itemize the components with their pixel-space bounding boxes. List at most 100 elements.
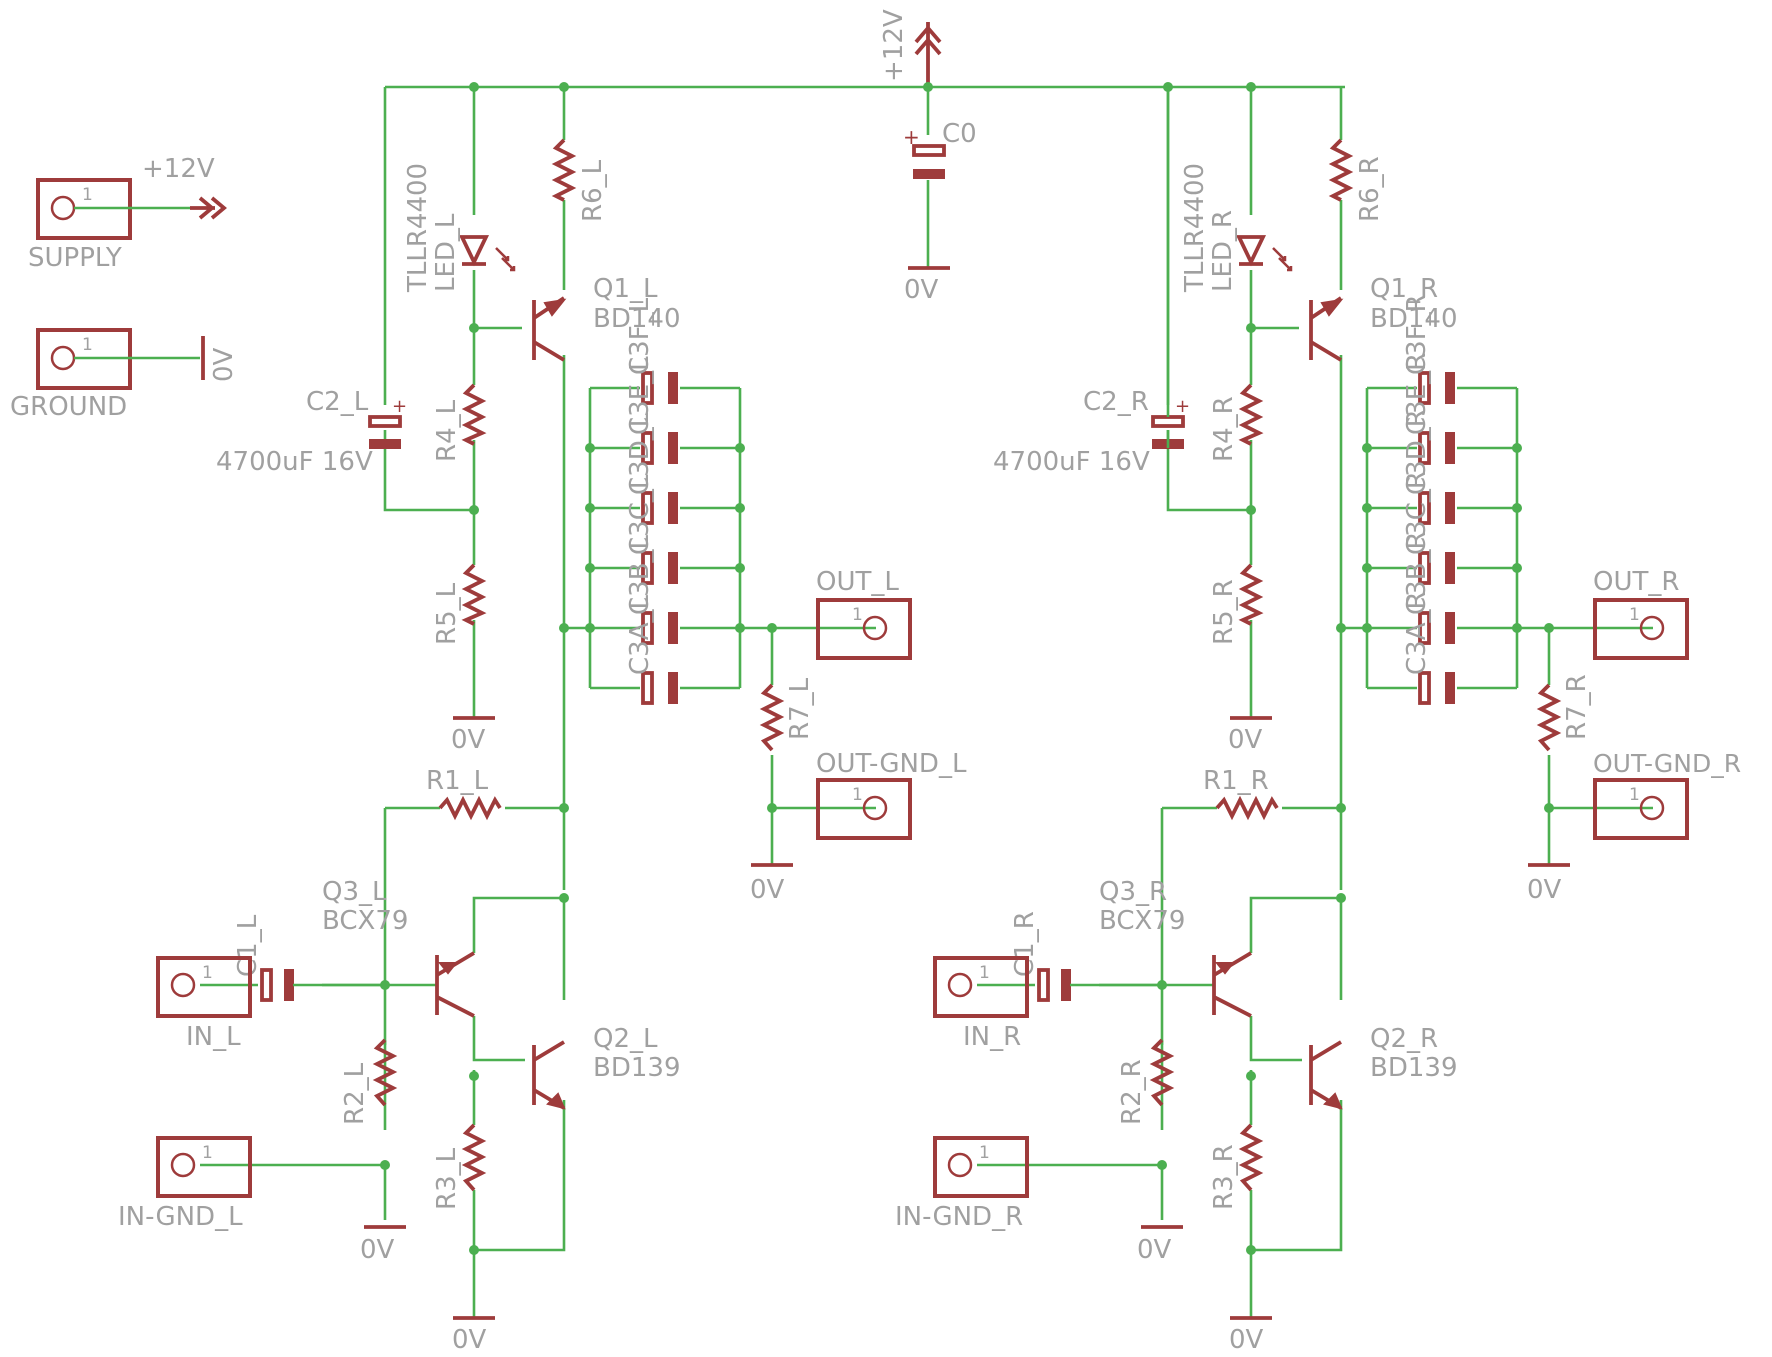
ground-label: 0V (360, 1235, 395, 1265)
cap-c2-plus: + (1175, 396, 1190, 417)
resistor-r4-left: R4_L (432, 383, 487, 462)
supply-arrow-top: +12V (879, 9, 942, 87)
resistor-r3-right: R3_R (1209, 1123, 1264, 1210)
q3-right-value: BCX79 (1099, 906, 1185, 936)
c3-left-label-2: C3D_L (625, 412, 655, 495)
r4-left-label: R4_L (432, 399, 462, 462)
led-left-name: LED_L (431, 213, 461, 292)
connector-in-gnd-right-label: IN-GND_R (895, 1202, 1023, 1232)
connector-out-gnd-right-label: OUT-GND_R (1593, 749, 1741, 778)
c3-left-label-5: C3A_L (625, 595, 655, 675)
ground-label-c0: 0V (904, 275, 939, 305)
ground-label: 0V (1228, 725, 1263, 755)
resistor-r3-left: R3_L (432, 1123, 487, 1210)
resistor-r2-right: R2_R (1117, 1038, 1175, 1125)
connector-in-left-label: IN_L (186, 1022, 241, 1052)
cap-c2-right: + C2_R 4700uF 16V (993, 387, 1190, 477)
junctions-left (380, 82, 777, 1255)
pin-number: 1 (202, 1143, 213, 1163)
r3-right-label: R3_R (1209, 1144, 1239, 1210)
connector-out-right-label: OUT_R (1593, 567, 1679, 597)
cap-c0-label: C0 (942, 119, 977, 149)
wires-left (200, 87, 876, 1255)
q3-right-name: Q3_R (1099, 877, 1167, 907)
r1-right-label: R1_R (1203, 766, 1269, 796)
c3-left-label-1: C3E_L (625, 356, 655, 435)
ground-symbol-r5-right: 0V (1228, 716, 1272, 755)
r4-right-label: R4_R (1209, 396, 1239, 462)
connector-supply-label: SUPPLY (28, 243, 122, 273)
pin-number: 1 (979, 1143, 990, 1163)
r5-left-label: R5_L (432, 582, 462, 645)
q3-left-name: Q3_L (322, 877, 387, 907)
r6-right-label: R6_R (1355, 156, 1385, 222)
connector-out-left: 1 OUT_L (816, 567, 912, 660)
q2-left-name: Q2_L (593, 1024, 658, 1054)
ground-symbol-r7-right: 0V (1527, 863, 1570, 905)
connector-out-left-label: OUT_L (816, 567, 899, 597)
resistor-r5-right: R5_R (1209, 563, 1264, 645)
ground-symbol-in-left: 0V (360, 1225, 406, 1265)
r1-left-label: R1_L (426, 766, 489, 796)
led-right: TLLR4400 LED_R (1180, 163, 1293, 293)
ground-label: 0V (1229, 1325, 1264, 1355)
r7-right-label: R7_R (1562, 674, 1592, 740)
wires-right (977, 87, 1653, 1255)
pin-number: 1 (82, 185, 93, 205)
pin-number: 1 (979, 963, 990, 983)
resistor-r2-left: R2_L (340, 1038, 398, 1125)
transistor-q1-right: Q1_R BD140 (1309, 274, 1457, 362)
q3-left-value: BCX79 (322, 906, 408, 936)
led-right-name: LED_R (1208, 210, 1238, 292)
led-right-value: TLLR4400 (1180, 163, 1210, 293)
r5-right-label: R5_R (1209, 579, 1239, 645)
ground-symbol-in-right: 0V (1137, 1225, 1183, 1265)
ground-label: 0V (750, 875, 785, 905)
ground-symbol-bottom-right: 0V (1229, 1250, 1272, 1355)
r3-left-label: R3_L (432, 1147, 462, 1210)
pin-number: 1 (202, 963, 213, 983)
connector-ground-label: GROUND (10, 392, 127, 422)
q2-right-name: Q2_R (1370, 1024, 1438, 1054)
ground-symbol-r5-left: 0V (451, 716, 495, 755)
right-channel: TLLR4400 LED_R R6_R Q1_R BD140 + C2_R 47… (895, 82, 1741, 1355)
connector-in-left: 1 IN_L (156, 956, 252, 1052)
transistor-q1-left: Q1_L BD140 (532, 274, 680, 362)
transistor-q3-right: Q3_R BCX79 (1099, 877, 1252, 1018)
ground-symbol-bottom-left: 0V (452, 1250, 495, 1355)
c3-left-label-0: C3F_L (625, 297, 655, 375)
cap-c1-right: C1_R (1010, 911, 1162, 1002)
c2-right-value: 4700uF 16V (993, 447, 1150, 477)
cap-c2-plus: + (392, 396, 407, 417)
connector-in-right-label: IN_R (963, 1022, 1021, 1052)
connector-in-gnd-left-label: IN-GND_L (118, 1202, 243, 1232)
c3-right-label-2: C3D_R (1402, 409, 1432, 495)
pin-number: 1 (1629, 785, 1640, 805)
q1-left-value: BD140 (593, 304, 680, 334)
transistor-q3-left: Q3_L BCX79 (322, 877, 475, 1018)
connector-in-gnd-right: 1 IN-GND_R (895, 1136, 1029, 1232)
r7-left-label: R7_L (785, 677, 815, 740)
c3-right-label-5: C3A_R (1402, 591, 1432, 675)
c3-left-label-4: C3B_L (625, 534, 655, 615)
r2-right-label: R2_R (1117, 1059, 1147, 1125)
c3-right-label-0: C3F_R (1402, 294, 1432, 375)
pin-number: 1 (1629, 605, 1640, 625)
ground-net-label: 0V (209, 347, 239, 382)
pin-number: 1 (852, 785, 863, 805)
connector-ground: 1 GROUND 0V (10, 328, 239, 422)
ground-symbol-r7-left: 0V (750, 863, 793, 905)
c2-left-value: 4700uF 16V (216, 447, 373, 477)
led-left: TLLR4400 LED_L (403, 163, 516, 293)
ground-symbol-c0: 0V (904, 266, 950, 305)
transistor-q2-right: Q2_R BD139 (1309, 1024, 1457, 1110)
c2-right-name: C2_R (1083, 387, 1149, 417)
cap-bank-c3-left: C3F_L C3E_L C3D_L C3C_L C3B_L C3A_L (625, 297, 678, 705)
cap-c0: + C0 (903, 119, 977, 179)
resistor-r4-right: R4_R (1209, 383, 1264, 462)
r6-left-label: R6_L (578, 159, 608, 222)
ground-label: 0V (452, 1325, 487, 1355)
junctions-right (1157, 82, 1554, 1255)
cap-c0-plus: + (903, 125, 920, 149)
